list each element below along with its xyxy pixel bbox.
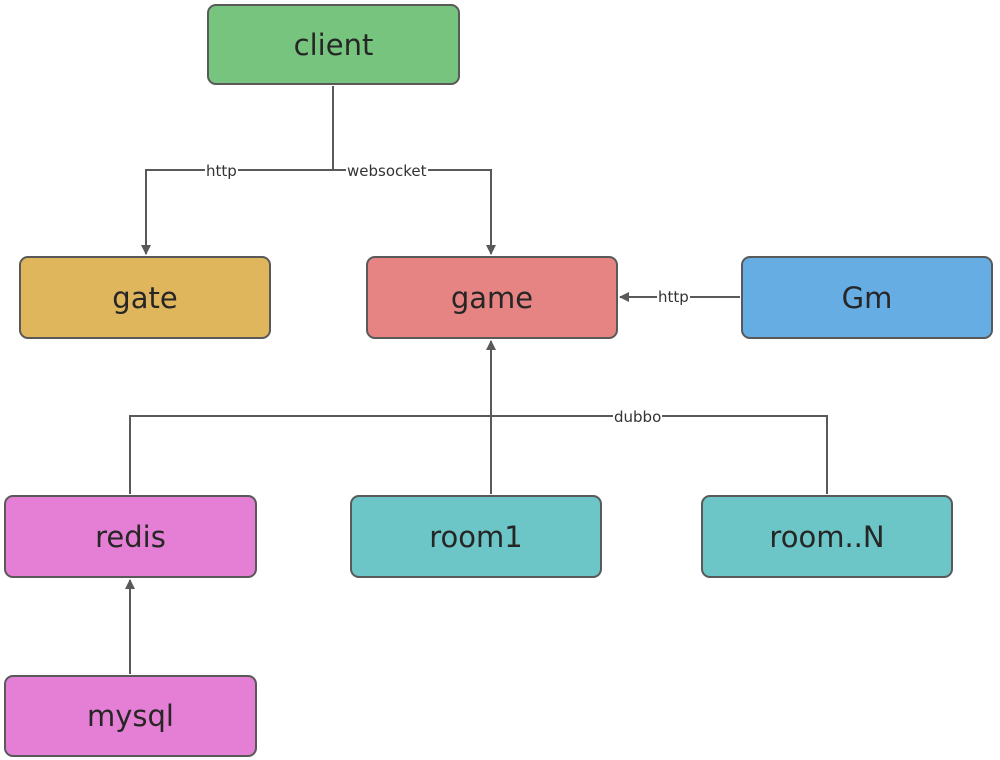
node-gate[interactable]: gate bbox=[19, 256, 271, 339]
edge-label-dubbo: dubbo bbox=[613, 408, 663, 426]
edge-label-websocket: websocket bbox=[346, 162, 428, 180]
node-mysql[interactable]: mysql bbox=[4, 675, 257, 757]
node-room-n[interactable]: room..N bbox=[701, 495, 953, 578]
node-room1[interactable]: room1 bbox=[350, 495, 602, 578]
edge-client-gate bbox=[141, 86, 334, 255]
edge-client-game bbox=[333, 169, 496, 255]
edge-label-http-gm: http bbox=[657, 288, 690, 306]
edge-roomn-bus bbox=[491, 415, 828, 494]
node-game[interactable]: game bbox=[366, 256, 618, 339]
node-redis[interactable]: redis bbox=[4, 495, 257, 578]
edge-label-http-gate: http bbox=[205, 162, 238, 180]
node-client[interactable]: client bbox=[207, 4, 460, 85]
edge-redis-bus bbox=[129, 415, 491, 494]
node-gm[interactable]: Gm bbox=[741, 256, 993, 339]
